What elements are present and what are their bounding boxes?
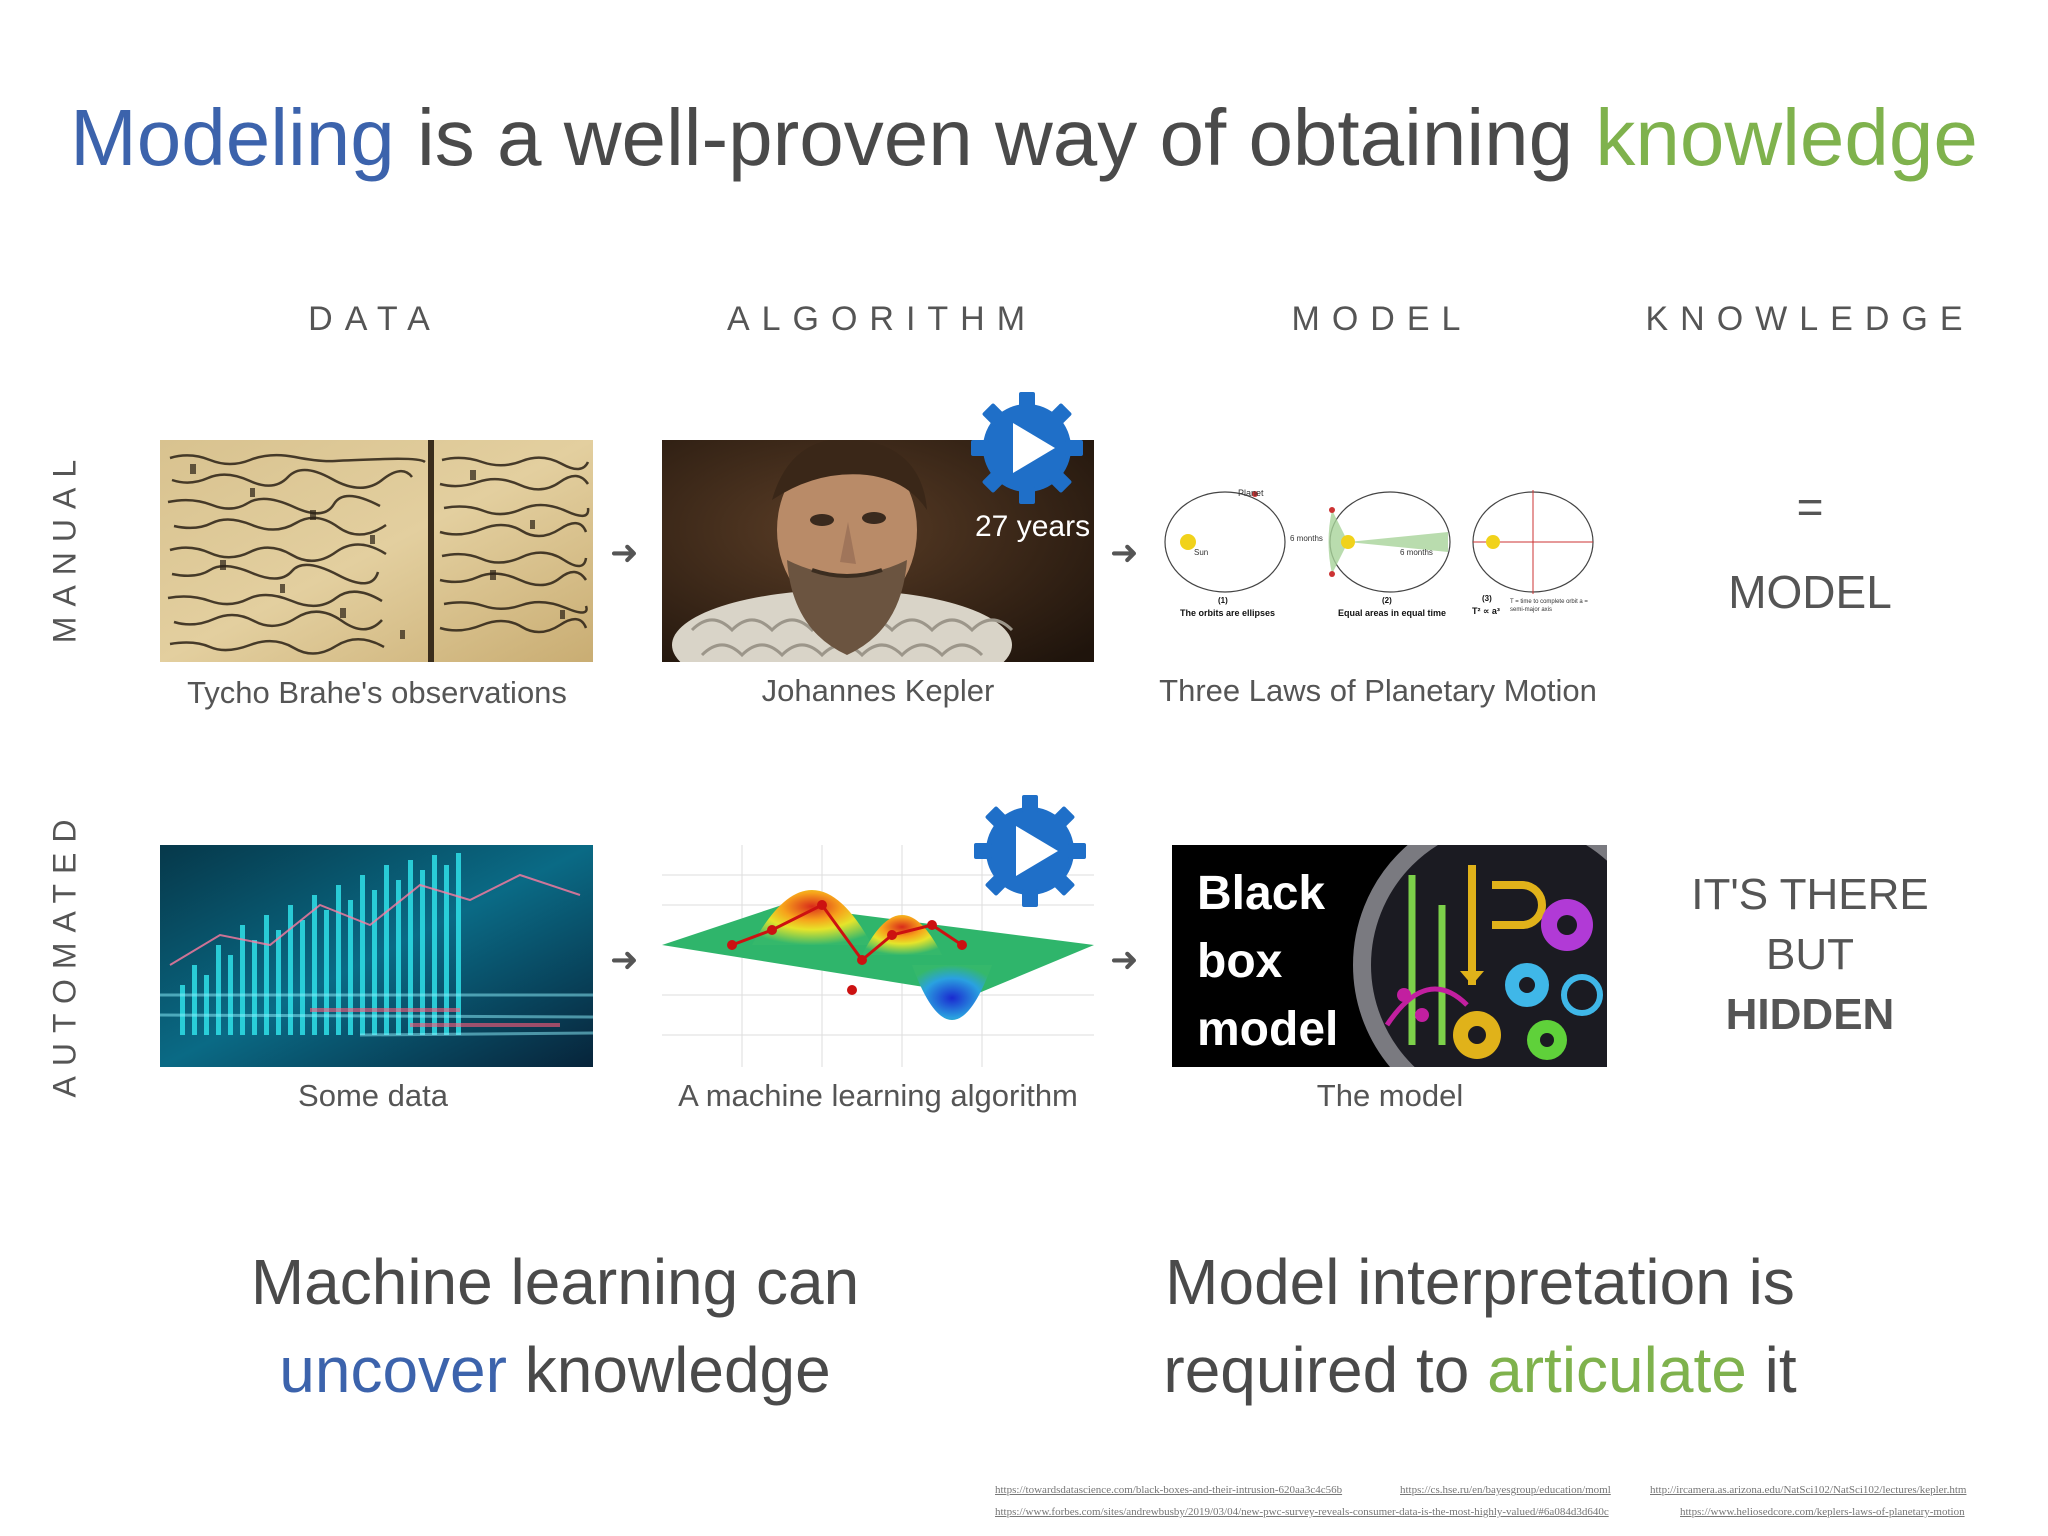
statement-text: it [1746,1334,1797,1406]
diagram-label: Sun [1194,548,1209,557]
column-header-model: MODEL [1291,300,1473,338]
arrow-icon: ➜ [610,941,639,979]
statement-line: required to articulate it [1100,1326,1860,1414]
column-header-algorithm: ALGORITHM [726,300,1038,338]
play-button-icon[interactable] [972,793,1088,909]
diagram-label: T = time to complete orbit a = semi-majo… [1510,599,1588,613]
diagram-label: (3) [1482,594,1492,603]
overlay-line: box [1197,935,1283,988]
reference-link[interactable]: https://towardsdatascience.com/black-box… [995,1484,1343,1496]
reference-link[interactable]: https://cs.hse.ru/en/bayesgroup/educatio… [1400,1484,1611,1496]
knowledge-line: BUT [1766,930,1854,979]
statement-text: required to [1163,1334,1488,1406]
equals-sign: = [1796,481,1824,533]
diagram-label: T² ∝ a³ [1472,606,1500,616]
bottom-left-statement: Machine learning can uncover knowledge [200,1238,910,1414]
statement-line: Model interpretation is [1165,1246,1795,1318]
title-modeling: Modeling [70,93,395,182]
knowledge-model-text: MODEL [1728,566,1892,618]
caption-tycho: Tycho Brahe's observations [187,675,567,710]
ml-surface-plot-image [662,845,1094,1067]
diagram-label: 6 months [1290,534,1323,543]
tycho-manuscript-image [160,440,593,662]
diagram-label: (1) [1218,596,1228,605]
caption-the-model: The model [1316,1078,1464,1113]
statement-line: uncover knowledge [200,1326,910,1414]
knowledge-line: IT'S THERE [1691,870,1929,919]
bottom-right-statement: Model interpretation is required to arti… [1100,1238,1860,1414]
black-box-overlay-text: Black box model [1197,860,1338,1064]
knowledge-hidden-text: IT'S THERE BUT HIDDEN [1640,865,1980,1045]
reference-link[interactable]: http://ircamera.as.arizona.edu/NatSci102… [1650,1484,1967,1496]
black-box-model-image: Black box model [1172,845,1607,1067]
some-data-image [160,845,593,1067]
diagram-label: The orbits are ellipses [1180,608,1276,618]
statement-line: Machine learning can [250,1246,860,1318]
row-label-automated: AUTOMATED [46,809,83,1098]
caption-kepler: Johannes Kepler [761,673,995,708]
arrow-icon: ➜ [1110,941,1139,979]
column-header-data: DATA [308,300,442,338]
kepler-laws-diagram: Planet Sun 6 months 6 months (1) The orb… [1160,480,1600,630]
play-button-icon[interactable] [969,390,1085,506]
row-label-manual: MANUAL [46,449,83,644]
title-knowledge: knowledge [1595,93,1978,182]
arrow-icon: ➜ [1110,534,1139,572]
statement-text: knowledge [506,1334,831,1406]
reference-link[interactable]: https://www.heliosedcore.com/keplers-law… [1680,1506,1965,1518]
caption-some-data: Some data [298,1078,448,1113]
arrow-icon: ➜ [610,534,639,572]
column-header-knowledge: KNOWLEDGE [1645,300,1975,338]
duration-overlay: 27 years [975,510,1091,543]
reference-link[interactable]: https://www.forbes.com/sites/andrewbusby… [995,1506,1609,1518]
articulate-highlight: articulate [1487,1334,1747,1406]
caption-ml-algorithm: A machine learning algorithm [678,1078,1078,1113]
knowledge-line-hidden: HIDDEN [1725,990,1895,1039]
overlay-line: Black [1197,867,1326,920]
slide-title: Modeling is a well-proven way of obtaini… [0,92,2048,184]
uncover-highlight: uncover [279,1334,507,1406]
caption-three-laws: Three Laws of Planetary Motion [1159,673,1597,708]
overlay-line: model [1197,1003,1339,1056]
diagram-label: 6 months [1400,548,1433,557]
diagram-label: Planet [1238,488,1264,498]
diagram-label: Equal areas in equal time [1338,608,1447,618]
title-middle: is a well-proven way of obtaining [394,93,1596,182]
diagram-label: (2) [1382,596,1392,605]
